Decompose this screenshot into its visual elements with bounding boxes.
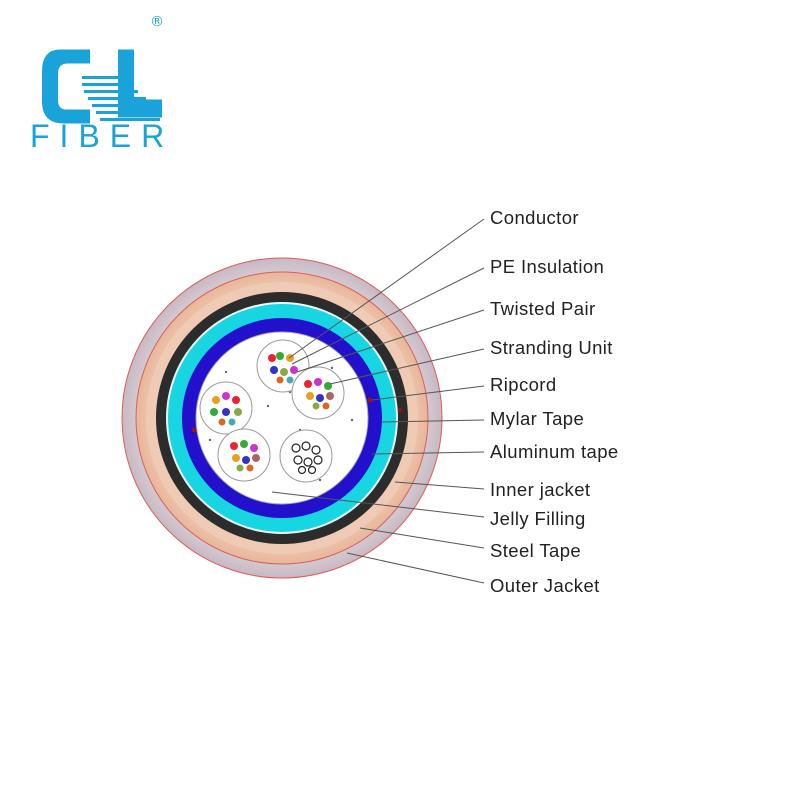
label-outer-jacket: Outer Jacket <box>490 575 600 596</box>
logo-stripes <box>82 76 160 121</box>
stranding-unit <box>291 366 345 420</box>
label-stranding-unit: Stranding Unit <box>490 337 613 358</box>
label-mylar-tape: Mylar Tape <box>490 408 585 429</box>
stranding-unit <box>279 429 333 483</box>
label-steel-tape: Steel Tape <box>490 540 582 561</box>
leader-lines <box>271 218 485 584</box>
label-aluminum-tape: Aluminum tape <box>490 441 619 462</box>
stranding-unit <box>217 428 271 482</box>
label-twisted-pair: Twisted Pair <box>490 298 596 319</box>
ripcord-dots <box>191 397 402 433</box>
brand-name: FIBER <box>30 118 175 154</box>
label-ripcord: Ripcord <box>490 374 557 395</box>
stranding-unit <box>199 381 253 435</box>
label-pe-insulation: PE Insulation <box>490 256 605 277</box>
brand-logo <box>42 49 162 124</box>
label-inner-jacket: Inner jacket <box>490 479 591 500</box>
registered-mark: ® <box>150 14 164 30</box>
label-jelly-filling: Jelly Filling <box>490 508 586 529</box>
label-conductor: Conductor <box>490 207 579 228</box>
logo-l-shape <box>118 49 162 118</box>
logo-c-shape <box>42 49 90 124</box>
